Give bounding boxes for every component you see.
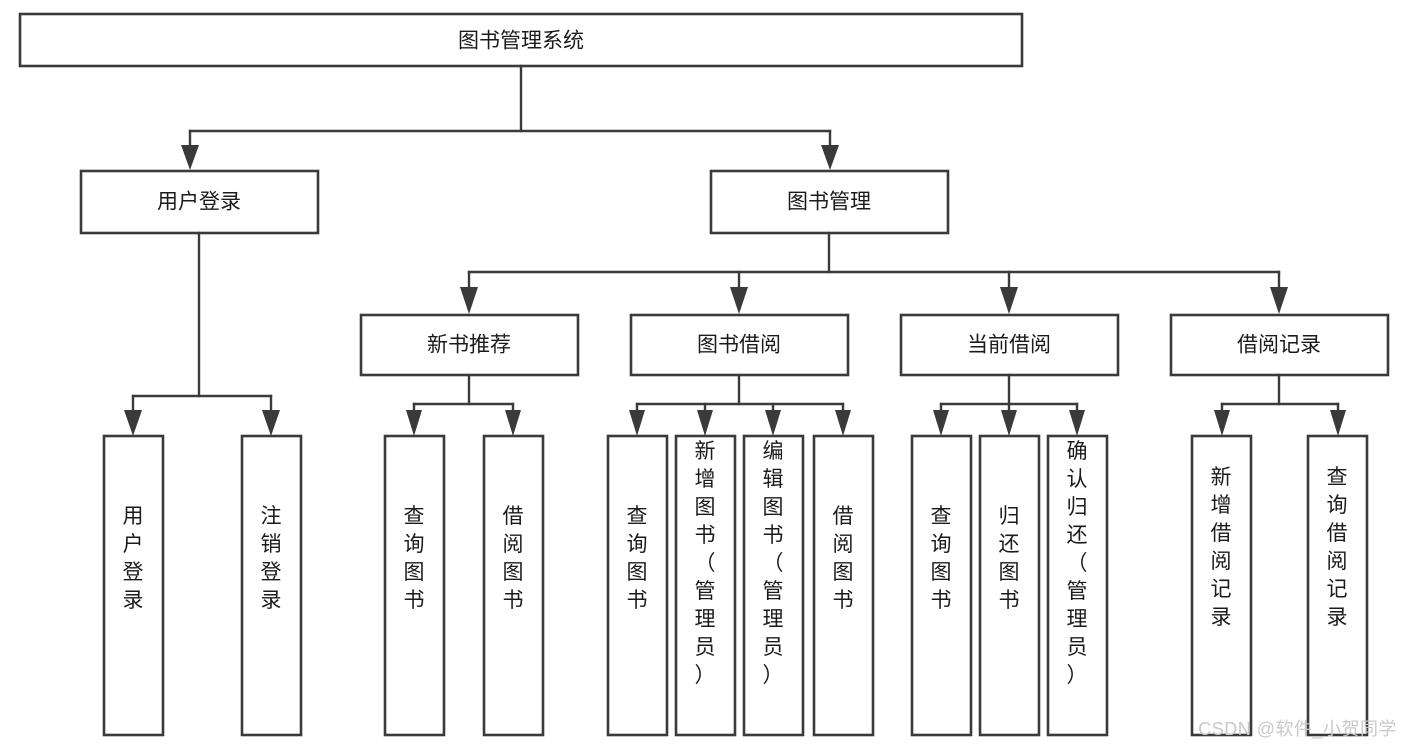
current-borrow-label: 当前借阅	[967, 334, 1051, 357]
leaf-add-book[interactable]: 新增图书（管理员）	[674, 434, 737, 737]
leaf-query-book-1[interactable]: 查询图书	[383, 434, 446, 737]
arrow-to-leaf-user-login	[124, 410, 142, 436]
leaf-query-record[interactable]: 查询借阅记录	[1306, 434, 1369, 737]
leaf-edit-book[interactable]: 编辑图书（管理员）	[742, 434, 805, 737]
leaf-confirm-return-box[interactable]	[1046, 434, 1109, 737]
connector-user-login-to-leaves	[124, 231, 280, 436]
leaf-borrow-book-2-box[interactable]	[812, 434, 875, 737]
leaf-add-record[interactable]: 新增借阅记录	[1190, 434, 1253, 737]
root-label: 图书管理系统	[458, 30, 584, 53]
node-root[interactable]: 图书管理系统	[18, 12, 1024, 68]
node-book-borrow[interactable]: 图书借阅	[629, 313, 850, 377]
arrow-to-leaf-logout	[262, 410, 280, 436]
leaf-logout-label: 注销登录	[261, 505, 282, 612]
leaf-user-login-box[interactable]	[102, 434, 165, 737]
arrow-to-new-book-recommend	[460, 287, 478, 314]
leaf-borrow-book-2[interactable]: 借阅图书	[812, 434, 875, 737]
arrow-to-borrow-record	[1270, 287, 1288, 314]
current-borrow-box[interactable]	[899, 313, 1120, 377]
new-book-recommend-label: 新书推荐	[427, 334, 511, 357]
leaf-confirm-return-label: 确认归还（管理员）	[1067, 440, 1088, 687]
node-current-borrow[interactable]: 当前借阅	[899, 313, 1120, 377]
book-management-label: 图书管理	[787, 191, 871, 214]
connector-new-book-recommend-to-leaves	[406, 373, 521, 436]
leaf-borrow-book-1-box[interactable]	[482, 434, 545, 737]
leaf-query-book-3[interactable]: 查询图书	[910, 434, 973, 737]
arrow-to-book-borrow	[730, 287, 748, 314]
leaf-edit-book-box[interactable]	[742, 434, 805, 737]
leaf-user-login-label: 用户登录	[123, 505, 144, 612]
leaf-query-record-label: 查询借阅记录	[1327, 466, 1348, 629]
leaf-query-book-3-box[interactable]	[910, 434, 973, 737]
leaf-return-book[interactable]: 归还图书	[978, 434, 1041, 737]
node-new-book-recommend[interactable]: 新书推荐	[359, 313, 580, 377]
arrow-to-user-login	[181, 145, 199, 170]
leaf-query-book-2-label: 查询图书	[627, 505, 648, 612]
borrow-record-label: 借阅记录	[1237, 334, 1321, 357]
leaf-query-book-1-label: 查询图书	[404, 505, 425, 612]
leaf-query-book-1-box[interactable]	[383, 434, 446, 737]
connector-current-borrow-to-leaves	[933, 373, 1085, 436]
leaf-add-record-label: 新增借阅记录	[1211, 466, 1232, 629]
leaf-add-book-box[interactable]	[674, 434, 737, 737]
leaf-query-book-3-label: 查询图书	[931, 505, 952, 612]
new-book-recommend-box[interactable]	[359, 313, 580, 377]
connector-book-borrow-to-leaves	[629, 373, 851, 436]
leaf-borrow-book-1[interactable]: 借阅图书	[482, 434, 545, 737]
node-borrow-record[interactable]: 借阅记录	[1169, 313, 1390, 377]
leaf-borrow-book-2-label: 借阅图书	[833, 505, 854, 612]
csdn-watermark: CSDN @软件_小贺同学	[1198, 719, 1397, 739]
arrow-to-book-management	[821, 145, 839, 170]
leaf-logout[interactable]: 注销登录	[240, 434, 303, 737]
user-login-box[interactable]	[79, 169, 320, 235]
leaf-add-book-label: 新增图书（管理员）	[695, 440, 716, 687]
leaf-edit-book-label: 编辑图书（管理员）	[763, 440, 784, 687]
leaf-query-book-2-box[interactable]	[606, 434, 669, 737]
arrow-to-current-borrow	[1000, 287, 1018, 314]
leaf-add-record-box[interactable]	[1190, 434, 1253, 737]
leaf-confirm-return[interactable]: 确认归还（管理员）	[1046, 434, 1109, 737]
leaf-return-book-box[interactable]	[978, 434, 1041, 737]
leaf-query-record-box[interactable]	[1306, 434, 1369, 737]
node-book-management[interactable]: 图书管理	[709, 169, 950, 235]
leaf-logout-box[interactable]	[240, 434, 303, 737]
leaf-return-book-label: 归还图书	[999, 505, 1020, 612]
root-box[interactable]	[18, 12, 1024, 68]
node-user-login[interactable]: 用户登录	[79, 169, 320, 235]
connector-root-to-level2	[181, 64, 839, 170]
connector-book-management-to-level3	[460, 231, 1288, 314]
leaf-user-login[interactable]: 用户登录	[102, 434, 165, 737]
user-login-label: 用户登录	[157, 191, 241, 214]
leaf-query-book-2[interactable]: 查询图书	[606, 434, 669, 737]
book-borrow-label: 图书借阅	[697, 334, 781, 357]
connector-borrow-record-to-leaves	[1214, 373, 1346, 436]
leaf-borrow-book-1-label: 借阅图书	[503, 505, 524, 612]
